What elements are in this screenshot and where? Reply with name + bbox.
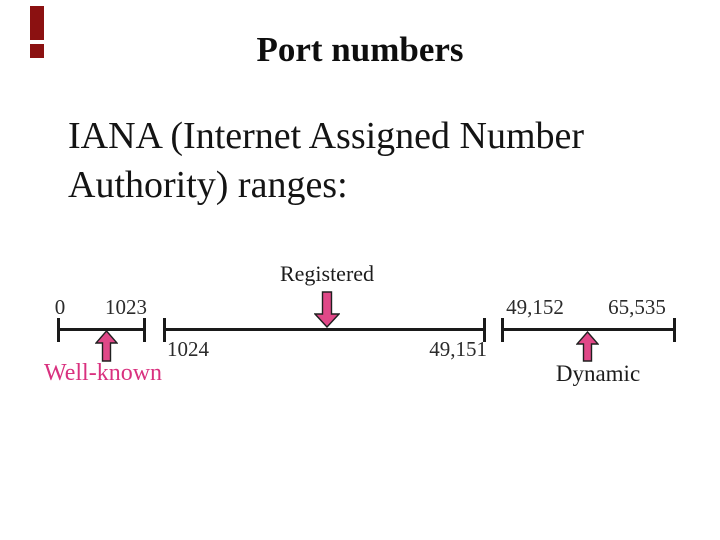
- body-text: IANA (Internet Assigned Number Authority…: [68, 112, 648, 210]
- body-text-line2: Authority) ranges:: [68, 164, 348, 206]
- axis-label-1024: 1024: [167, 337, 209, 361]
- tick-dynamic-end: [673, 318, 676, 342]
- tick-well-known-end: [143, 318, 146, 342]
- up-arrow-icon: [95, 330, 118, 362]
- axis-segment-well-known: [57, 328, 146, 331]
- page-title: Port numbers: [256, 30, 464, 69]
- accent-bar-bottom: [30, 44, 44, 58]
- up-arrow-icon: [576, 331, 599, 362]
- down-arrow-icon: [314, 291, 340, 328]
- accent-bar-top: [30, 6, 44, 40]
- range-label-registered: Registered: [279, 261, 375, 286]
- tick-dynamic-start: [501, 318, 504, 342]
- range-label-well-known: Well-known: [44, 360, 163, 386]
- tick-registered-end: [483, 318, 486, 342]
- axis-label-0: 0: [54, 295, 66, 319]
- axis-label-49151: 49,151: [429, 337, 487, 361]
- range-label-dynamic: Dynamic: [555, 361, 641, 386]
- axis-label-1023: 1023: [105, 295, 147, 319]
- axis-label-49152: 49,152: [506, 295, 564, 319]
- axis-label-65535: 65,535: [608, 295, 666, 319]
- axis-segment-dynamic: [501, 328, 676, 331]
- tick-well-known-start: [57, 318, 60, 342]
- tick-registered-start: [163, 318, 166, 342]
- axis-segment-registered: [163, 328, 486, 331]
- body-text-line1: IANA (Internet Assigned Number: [68, 115, 585, 157]
